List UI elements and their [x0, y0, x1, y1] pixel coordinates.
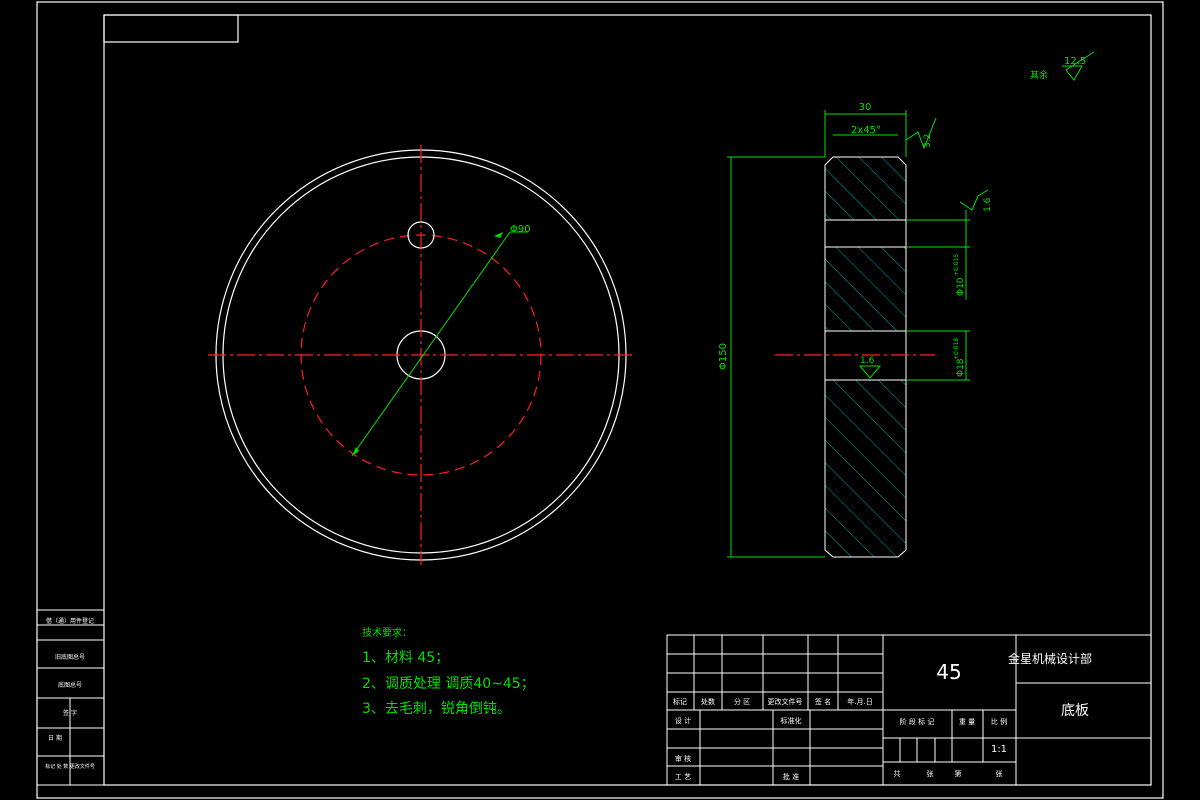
rev-col-0: 标记	[673, 697, 687, 706]
hole18-tol: +0.018	[953, 338, 960, 360]
surface-finish-note: 其余 12.5	[1030, 51, 1095, 81]
side-view: 30 2x45° 3.2 1.6 Φ10 +0.015 Φ18 +0.018 1…	[718, 102, 993, 558]
side-row-2: 底图总号	[58, 681, 82, 689]
sheet-label-2: 第	[955, 769, 962, 778]
standardize-label: 标准化	[781, 716, 802, 725]
surface-finish-label: 其余	[1030, 69, 1048, 81]
approve-label: 批 准	[783, 772, 799, 781]
rev-col-3: 更改文件号	[768, 697, 803, 706]
sheet-label-3: 张	[996, 769, 1003, 778]
design-label: 设 计	[675, 716, 691, 725]
rough-16-top-label: 1.6	[983, 197, 993, 212]
dia150-label: Φ150	[718, 343, 729, 370]
hole10-label: Φ10	[956, 277, 966, 296]
rough-16-mid-symbol	[858, 365, 882, 379]
sheet-label-0: 共	[894, 769, 901, 778]
rev-col-1: 处数	[701, 697, 715, 706]
top-left-box	[103, 14, 239, 43]
hole18-label: Φ18	[956, 358, 966, 377]
part-name-label: 底板	[1061, 703, 1089, 719]
side-row-3: 签 字	[63, 709, 77, 717]
tech-item-1: 1、材料 45；	[362, 650, 449, 666]
tech-item-3: 3、去毛刺，锐角倒钝。	[362, 701, 511, 717]
stage-label-1: 重 量	[959, 718, 975, 726]
rev-col-5: 年.月.日	[847, 697, 872, 706]
outer-frame	[36, 1, 1164, 799]
review-label: 审 核	[675, 754, 691, 763]
phi90-dim-line	[351, 231, 511, 457]
stage-label-0: 阶 段 标 记	[900, 717, 935, 726]
sheet-label-1: 张	[927, 769, 934, 778]
dim-width-30: 30	[859, 102, 872, 113]
dim-chamfer: 2x45°	[851, 125, 881, 136]
tech-requirements: 技术要求： 1、材料 45； 2、调质处理 调质40~45； 3、去毛刺，锐角倒…	[362, 626, 535, 717]
rough-32-symbol	[905, 117, 937, 150]
phi90-label: Φ90	[510, 224, 531, 235]
stage-label-2: 比 例	[991, 717, 1007, 726]
section-hatch-top	[825, 157, 906, 220]
rough-16-mid-label: 1.6	[860, 356, 875, 366]
section-hatch-mid	[825, 247, 906, 331]
rev-col-4: 签 名	[815, 697, 831, 706]
material-label: 45	[936, 660, 961, 684]
side-table: 借（通）用件登记 旧底图总号 底图总号 签 字 日 期 标记 处 数 更改文件号	[36, 609, 105, 786]
side-row-4: 日 期	[48, 734, 62, 742]
surface-finish-symbol	[1062, 51, 1095, 81]
section-hatch-bottom	[825, 380, 906, 557]
company-label: 金星机械设计部	[1008, 651, 1092, 666]
tech-item-2: 2、调质处理 调质40~45；	[362, 676, 535, 692]
scale-label: 1:1	[991, 744, 1007, 755]
front-view: Φ90	[208, 145, 635, 565]
hole10-tol: +0.015	[953, 254, 960, 276]
side-row-0: 借（通）用件登记	[46, 617, 94, 625]
side-row-5: 标记 处 数 更改文件号	[45, 763, 95, 770]
surface-finish-value: 12.5	[1064, 56, 1086, 67]
tech-title: 技术要求：	[362, 626, 412, 639]
process-label: 工 艺	[675, 773, 691, 781]
rough-32-label: 3.2	[923, 134, 933, 148]
rev-col-2: 分 区	[734, 697, 750, 706]
title-block: 标记 处数 分 区 更改文件号 签 名 年.月.日 设 计 标准化 审 核 工 …	[666, 634, 1152, 786]
rough-16-top-symbol	[959, 189, 989, 211]
side-row-1: 旧底图总号	[55, 653, 85, 661]
section-outline	[824, 156, 907, 558]
inner-frame	[103, 14, 1152, 786]
